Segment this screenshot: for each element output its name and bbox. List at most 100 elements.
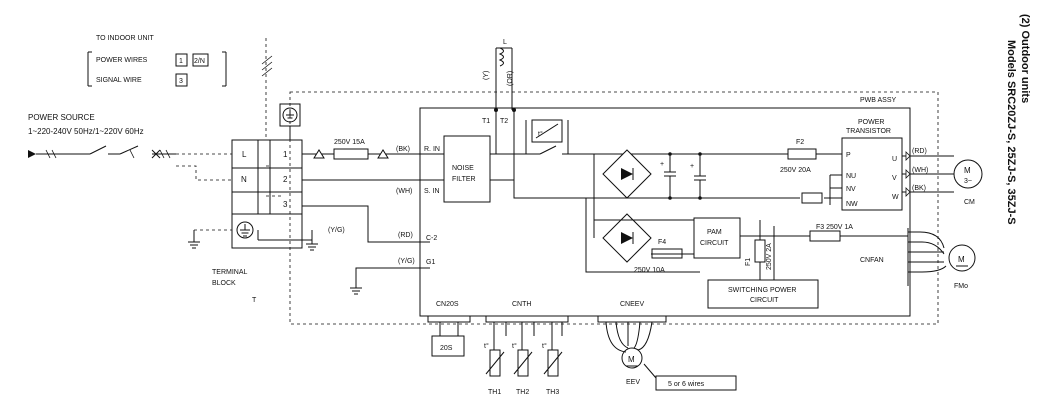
main-fuse: [333, 148, 369, 160]
earth-symbol-mid: [306, 230, 318, 251]
cnth-label: CNTH: [512, 301, 531, 308]
switching-power-box: [707, 279, 819, 309]
legend-bracket-right: [222, 51, 227, 87]
svg-text:+: +: [660, 161, 664, 168]
indoor-hatch: [261, 55, 273, 77]
switching-label-2: CIRCUIT: [750, 297, 779, 304]
cnth-connector: [485, 315, 569, 323]
breaker-switch-L: [89, 145, 107, 155]
fuse-f3: [809, 230, 841, 242]
pt-u: U: [892, 156, 897, 163]
legend-power-num: 1: [179, 58, 183, 65]
breaker-hatch: [45, 149, 171, 159]
wire-yg2-label: (Y/G): [398, 258, 415, 265]
bottom-connectors: CN20S CNTH CNEEV 20S t° TH1 t° TH2 t° TH…: [427, 301, 737, 396]
relay-ptc: t°: [525, 119, 594, 155]
legend-signal-wire: SIGNAL WIRE: [96, 77, 142, 84]
terminal-1: 1: [283, 150, 288, 159]
wire-y-label: (Y): [483, 71, 490, 80]
th2-tdeg: t°: [512, 342, 517, 350]
earth-terminal-circle: [236, 221, 254, 239]
pam-label-2: CIRCUIT: [700, 240, 729, 247]
filter-output: [490, 112, 594, 199]
th3-label: TH3: [546, 389, 559, 396]
cm-phase: 3~: [964, 178, 972, 185]
cm-m: M: [964, 166, 971, 175]
coil-20s-label: 20S: [440, 345, 453, 352]
fuse-f2: [787, 148, 817, 160]
cm-bk: (BK): [912, 185, 926, 192]
fm-m: M: [958, 255, 965, 264]
pwb-label: PWB ASSY: [860, 97, 897, 104]
triangle-marks: [313, 149, 389, 159]
f2-spec: 250V 20A: [780, 167, 811, 174]
compressor-motor: M 3~ CM: [953, 159, 983, 206]
ptc-tdeg: t°: [538, 130, 543, 138]
indoor-unit-legend: TO INDOOR UNIT POWER WIRES 1 2/N SIGNAL …: [87, 35, 227, 87]
terminal-row-N: N: [241, 175, 247, 184]
compressor-motor-icon: [953, 159, 983, 189]
terminal-tag: T: [252, 297, 257, 304]
power-source: POWER SOURCE 1~220-240V 50Hz/1~220V 60Hz: [28, 113, 240, 249]
eev-note-box: [655, 375, 737, 391]
pt-label-1: POWER: [858, 119, 884, 126]
pam-box: [693, 217, 741, 259]
earth-terminal-icon: [240, 224, 250, 237]
power-transistor-box: [841, 137, 903, 211]
terminal-grid: [232, 140, 302, 215]
eev-motor-icon: [621, 347, 643, 369]
shunt-resistor: [801, 192, 823, 204]
f4-spec: 250V 10A: [634, 267, 665, 274]
uvw-wires: [902, 155, 954, 193]
terminal-label-1: TERMINAL: [212, 269, 248, 276]
rectifier-section: + +: [585, 149, 740, 273]
cn20s-label: CN20S: [436, 301, 459, 308]
pt-neg-wiring: [720, 174, 842, 205]
power-transistor-block: F2 250V 20A POWER TRANSISTOR P NU NV NW …: [720, 119, 954, 211]
models-heading: Models SRC20ZJ-S, 25ZJ-S, 35ZJ-S: [1005, 40, 1017, 225]
pt-p: P: [846, 152, 851, 159]
diode-icon-1: [621, 168, 633, 180]
indoor-dashed: [265, 38, 282, 197]
breaker-switch-L2: [119, 145, 139, 155]
th1-label: TH1: [488, 389, 501, 396]
wire-g1-earth: [350, 267, 420, 295]
earth-symbol-left: [188, 230, 200, 249]
legend-signal-num: 3: [179, 78, 183, 85]
reactor-coil: [498, 47, 504, 67]
input-stubs: [420, 153, 444, 269]
f2-label: F2: [796, 139, 804, 146]
terminal-label-2: BLOCK: [212, 280, 236, 287]
cm-rd: (RD): [912, 148, 927, 155]
wire-bk-label: (BK): [396, 146, 410, 153]
capacitor-2: [694, 154, 706, 198]
legend-power-wires: POWER WIRES: [96, 57, 148, 64]
legend-title: TO INDOOR UNIT: [96, 35, 155, 42]
wire-or-label: (OR): [507, 71, 514, 86]
cnfan-label: CNFAN: [860, 257, 884, 264]
eev-note: 5 or 6 wires: [668, 381, 705, 388]
pam-circuit: PAM CIRCUIT F4 250V 10A: [634, 217, 741, 274]
fan-motor-icon: [948, 244, 976, 272]
pt-label-2: TRANSISTOR: [846, 128, 891, 135]
noise-filter-box: [443, 135, 491, 203]
f1-label: F1: [745, 258, 752, 266]
eev-m: M: [628, 355, 635, 364]
cneev-label: CNEEV: [620, 301, 644, 308]
f4-label: F4: [658, 239, 666, 246]
ptc-slash: [535, 123, 559, 139]
cross-mark: [151, 149, 161, 159]
eev-wires: [605, 321, 653, 353]
pt-w: W: [892, 194, 899, 201]
fan-wires: [908, 231, 947, 273]
s-in-label: S. IN: [424, 188, 440, 195]
wire-wh-label: (WH): [396, 188, 412, 195]
pt-v: V: [892, 175, 897, 182]
input-wiring: 250V 15A (BK) (WH) (RD) (Y/G) (Y/G) R. I…: [257, 139, 444, 295]
power-source-spec: 1~220-240V 50Hz/1~220V 60Hz: [28, 127, 144, 136]
relay-switch: [525, 120, 594, 155]
coil-20s-box: [431, 335, 465, 357]
cn20s-connector: [427, 315, 471, 323]
noise-filter-label-1: NOISE: [452, 165, 474, 172]
